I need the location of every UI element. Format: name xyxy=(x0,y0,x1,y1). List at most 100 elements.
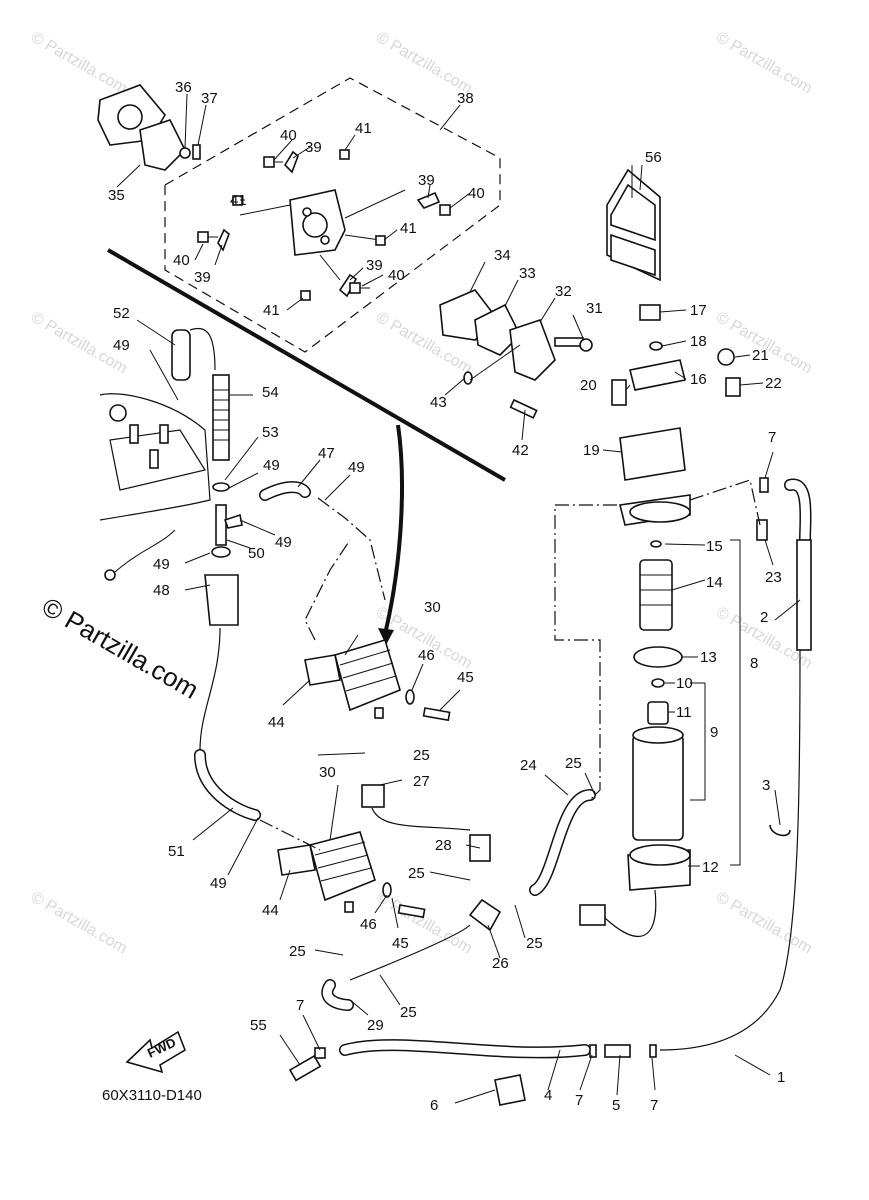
callout-13: 13 xyxy=(700,649,717,666)
callout-8: 8 xyxy=(750,655,758,672)
assembly-outline xyxy=(164,77,501,353)
callout-3: 3 xyxy=(762,777,770,794)
callout-45: 45 xyxy=(392,935,409,952)
callout-40: 40 xyxy=(280,127,297,144)
callout-44: 44 xyxy=(262,902,279,919)
callout-52: 52 xyxy=(113,305,130,322)
callout-10: 10 xyxy=(676,675,693,692)
callout-44: 44 xyxy=(268,714,285,731)
callout-21: 21 xyxy=(752,347,769,364)
callout-54: 54 xyxy=(262,384,279,401)
callout-50: 50 xyxy=(248,545,265,562)
callout-40: 40 xyxy=(173,252,190,269)
watermark: © Partzilla.com xyxy=(713,29,815,98)
primer-hose-group xyxy=(171,327,243,626)
callout-49: 49 xyxy=(153,556,170,573)
callout-15: 15 xyxy=(706,538,723,555)
callout-25: 25 xyxy=(565,755,582,772)
callout-38: 38 xyxy=(457,90,474,107)
callout-46: 46 xyxy=(360,916,377,933)
callout-27: 27 xyxy=(413,773,430,790)
callout-39: 39 xyxy=(418,172,435,189)
diagram-code: 60X3110-D140 xyxy=(102,1087,202,1104)
callout-6: 6 xyxy=(430,1097,438,1114)
callout-39: 39 xyxy=(366,257,383,274)
callout-49: 49 xyxy=(348,459,365,476)
callouts: 1 2 3 4 5 6 7 7 7 7 8 9 10 11 12 13 14 1… xyxy=(108,79,785,1114)
callout-17: 17 xyxy=(690,302,707,319)
assembly-arrow xyxy=(384,424,404,631)
callout-19: 19 xyxy=(583,442,600,459)
callout-37: 37 xyxy=(201,90,218,107)
callout-14: 14 xyxy=(706,574,723,591)
watermark: © Partzilla.com xyxy=(28,29,130,98)
callout-49: 49 xyxy=(210,875,227,892)
section-divider xyxy=(106,248,507,482)
engine-block xyxy=(99,393,211,581)
fuel-route xyxy=(259,819,321,851)
callout-16: 16 xyxy=(690,371,707,388)
bracket-9 xyxy=(690,682,706,801)
callout-49: 49 xyxy=(263,457,280,474)
callout-30: 30 xyxy=(424,599,441,616)
callout-41: 41 xyxy=(400,220,417,237)
callout-31: 31 xyxy=(586,300,603,317)
fuel-filter-assembly xyxy=(611,304,769,891)
callout-55: 55 xyxy=(250,1017,267,1034)
callout-9: 9 xyxy=(710,724,718,741)
callout-46: 46 xyxy=(418,647,435,664)
fuel-pump-lower xyxy=(277,831,426,919)
arrow-head xyxy=(378,628,394,645)
callout-4: 4 xyxy=(544,1087,552,1104)
callout-22: 22 xyxy=(765,375,782,392)
watermark: © Partzilla.com xyxy=(28,889,130,958)
callout-33: 33 xyxy=(519,265,536,282)
callout-45: 45 xyxy=(457,669,474,686)
fuel-pump-assembly xyxy=(239,189,406,281)
callout-24: 24 xyxy=(520,757,537,774)
fuel-route xyxy=(689,479,761,526)
callout-7: 7 xyxy=(575,1092,583,1109)
callout-2: 2 xyxy=(760,609,768,626)
warning-tag xyxy=(606,165,661,282)
callout-53: 53 xyxy=(262,424,279,441)
callout-41: 41 xyxy=(355,120,372,137)
leader-lines xyxy=(116,93,801,1104)
callout-23: 23 xyxy=(765,569,782,586)
callout-34: 34 xyxy=(494,247,511,264)
callout-25: 25 xyxy=(413,747,430,764)
fwd-arrow: FWD xyxy=(125,1030,186,1074)
watermark: © Partzilla.com xyxy=(713,889,815,958)
callout-25: 25 xyxy=(408,865,425,882)
callout-43: 43 xyxy=(430,394,447,411)
watermark-main: © Partzilla.com xyxy=(37,591,204,705)
callout-39: 39 xyxy=(305,139,322,156)
callout-7: 7 xyxy=(650,1097,658,1114)
callout-49: 49 xyxy=(275,534,292,551)
diaphragm-group xyxy=(439,289,593,419)
callout-5: 5 xyxy=(612,1097,620,1114)
callout-25: 25 xyxy=(289,943,306,960)
fuel-route xyxy=(317,497,386,601)
hose-group-lower xyxy=(321,784,596,1011)
callout-49: 49 xyxy=(113,337,130,354)
callout-7: 7 xyxy=(768,429,776,446)
watermark: © Partzilla.com xyxy=(373,889,475,958)
callout-40: 40 xyxy=(388,267,405,284)
callout-7: 7 xyxy=(296,997,304,1014)
callout-56: 56 xyxy=(645,149,662,166)
callout-25: 25 xyxy=(526,935,543,952)
fuel-route xyxy=(304,539,351,641)
callout-42: 42 xyxy=(512,442,529,459)
connectors xyxy=(288,824,791,1106)
callout-39: 39 xyxy=(194,269,211,286)
callout-29: 29 xyxy=(367,1017,384,1034)
callout-41: 41 xyxy=(230,192,247,209)
fuel-route xyxy=(554,504,617,801)
callout-47: 47 xyxy=(318,445,335,462)
pump-cover-group xyxy=(97,84,201,171)
callout-28: 28 xyxy=(435,837,452,854)
hose-2 xyxy=(796,539,812,651)
callout-48: 48 xyxy=(153,582,170,599)
